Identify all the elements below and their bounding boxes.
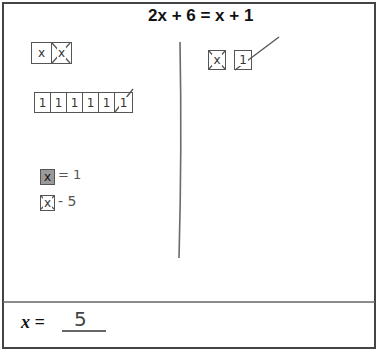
tile-label: x — [43, 171, 52, 183]
tile-label: 1 — [238, 54, 248, 66]
tile-label: 1 — [119, 97, 129, 109]
handwritten-note: = 1 — [58, 168, 81, 182]
handwritten-answer: 5 — [74, 308, 87, 330]
handwritten-note: - 5 — [58, 194, 76, 209]
cross-mark — [52, 43, 70, 63]
tile-label: 1 — [38, 97, 48, 109]
cross-mark — [41, 196, 54, 209]
tile-label: 1 — [70, 97, 80, 109]
tile-label: x — [37, 47, 46, 59]
cross-mark — [52, 43, 70, 63]
cross-mark — [235, 37, 279, 70]
algebra-tile: 1 — [82, 92, 99, 113]
tile-label: x — [57, 47, 66, 59]
algebra-tile: 1 — [98, 92, 115, 113]
tile-label: x — [43, 197, 52, 209]
answer-underline — [62, 330, 106, 332]
algebra-tile: 1 — [234, 50, 252, 70]
balance-divider — [179, 42, 181, 258]
tile-label: x — [212, 54, 221, 66]
algebra-tile: x — [40, 169, 55, 185]
tile-label: 1 — [54, 97, 64, 109]
algebra-tile: x — [208, 50, 226, 70]
algebra-tile: 1 — [66, 92, 83, 113]
answer-prompt: x = — [21, 313, 45, 333]
algebra-tile: 1 — [50, 92, 67, 113]
algebra-tile: 1 — [114, 92, 133, 113]
worksheet-frame — [3, 3, 375, 348]
answer-divider — [3, 301, 375, 303]
algebra-tile: 1 — [34, 92, 51, 113]
tile-label: 1 — [86, 97, 96, 109]
cross-mark — [115, 89, 133, 112]
equation-title: 2x + 6 = x + 1 — [148, 7, 253, 26]
tile-label: 1 — [102, 97, 112, 109]
algebra-tile: x — [40, 195, 55, 211]
cross-mark — [209, 51, 225, 69]
cross-mark — [209, 51, 225, 69]
algebra-tile: x — [31, 42, 52, 64]
algebra-tile: x — [51, 42, 72, 64]
cross-mark — [41, 196, 54, 209]
